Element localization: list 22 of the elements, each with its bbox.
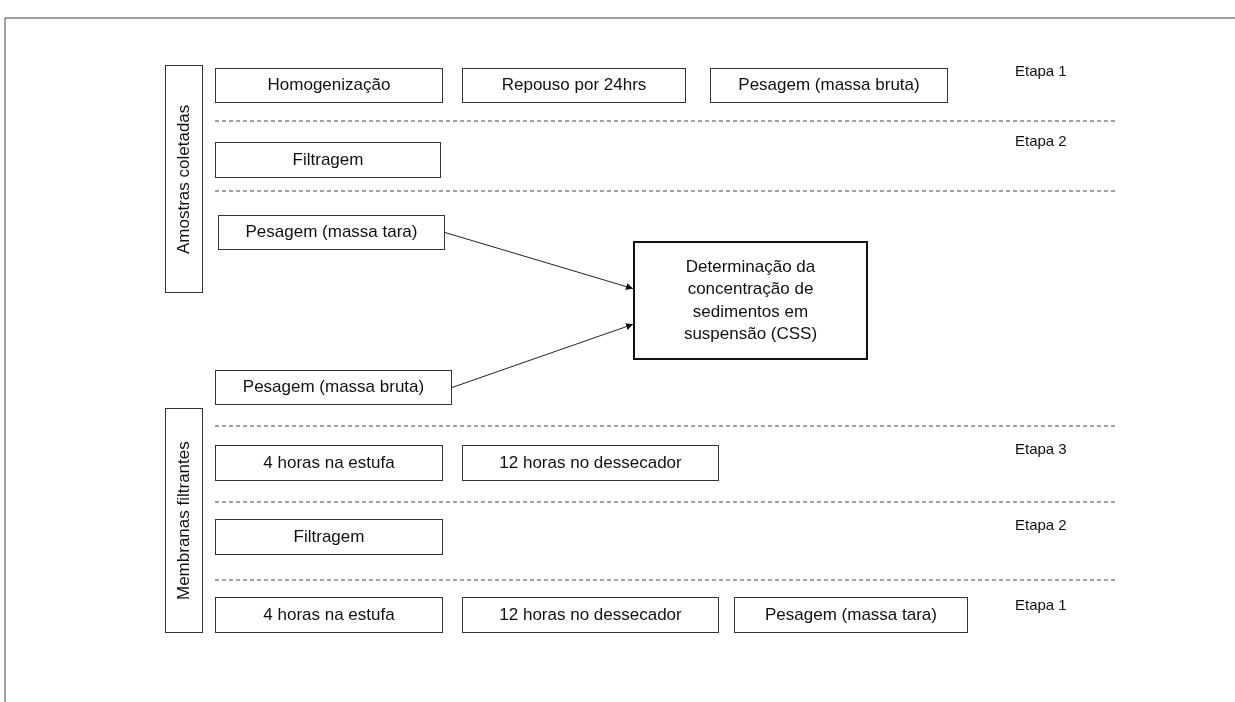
process-box: Pesagem (massa bruta) xyxy=(215,370,452,405)
result-box: Determinação da concentração de sedimentos em suspensão (CSS) xyxy=(633,241,868,360)
vertical-label-box: Amostras coletadas xyxy=(165,65,203,293)
process-box: Filtragem xyxy=(215,142,441,178)
process-box: Pesagem (massa bruta) xyxy=(710,68,948,103)
stage-label: Etapa 1 xyxy=(1015,62,1067,79)
process-box: Pesagem (massa tara) xyxy=(218,215,445,250)
arrow xyxy=(451,323,634,388)
process-box: Pesagem (massa tara) xyxy=(734,597,968,633)
process-box: 12 horas no dessecador xyxy=(462,445,719,481)
stage-label: Etapa 3 xyxy=(1015,440,1067,457)
process-box: Repouso por 24hrs xyxy=(462,68,686,103)
stage-label: Etapa 1 xyxy=(1015,596,1067,613)
stage-label: Etapa 2 xyxy=(1015,516,1067,533)
stage-label: Etapa 2 xyxy=(1015,132,1067,149)
process-box: Filtragem xyxy=(215,519,443,555)
vertical-label-box: Membranas filtrantes xyxy=(165,408,203,633)
process-box: 4 horas na estufa xyxy=(215,445,443,481)
process-box: 4 horas na estufa xyxy=(215,597,443,633)
process-box: Homogenização xyxy=(215,68,443,103)
process-box: 12 horas no dessecador xyxy=(462,597,719,633)
arrow xyxy=(444,232,634,290)
